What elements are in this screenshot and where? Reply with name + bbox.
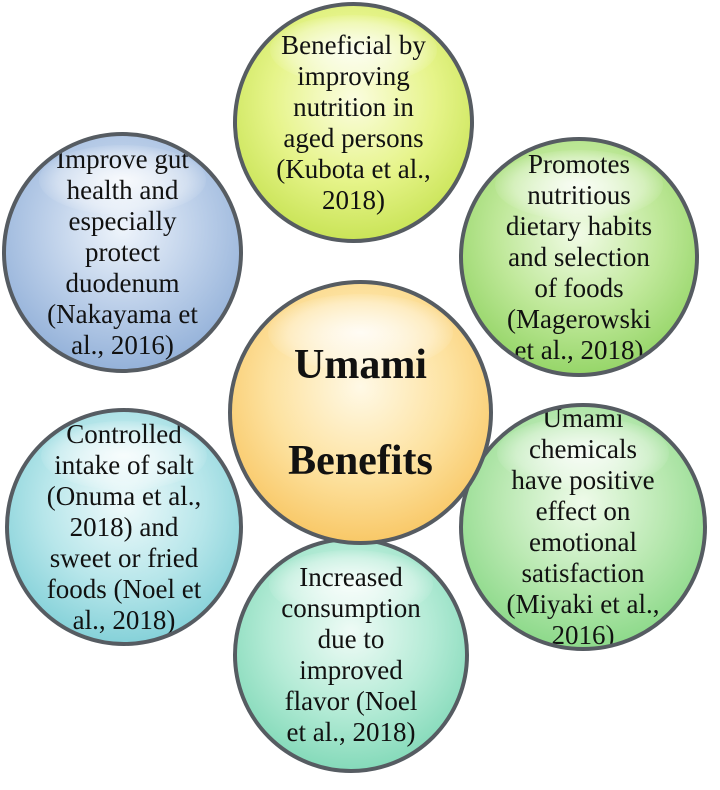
center-title-line1: Umami <box>294 341 427 388</box>
bubble-gut-health-text: Improve gut health and especially protec… <box>47 144 198 360</box>
bubble-gut-health: Improve gut health and especially protec… <box>2 132 243 373</box>
bubble-nutrition-aged-text: Beneficial by improving nutrition in age… <box>276 29 431 215</box>
center-title-line2: Benefits <box>288 437 433 484</box>
bubble-consumption-flavor: Increased consumption due to improved fl… <box>233 537 469 773</box>
bubble-emotional-satisfaction: Umami chemicals have positive effect on … <box>459 403 707 651</box>
bubble-consumption-flavor-text: Increased consumption due to improved fl… <box>281 562 421 747</box>
bubble-nutrition-aged: Beneficial by improving nutrition in age… <box>233 2 474 243</box>
bubble-dietary-habits: Promotes nutritious dietary habits and s… <box>459 137 699 377</box>
bubble-dietary-habits-text: Promotes nutritious dietary habits and s… <box>505 148 653 365</box>
center-title: Umami Benefits <box>288 293 433 533</box>
bubble-salt-intake: Controlled intake of salt (Onuma et al.,… <box>5 408 243 646</box>
bubble-salt-intake-text: Controlled intake of salt (Onuma et al.,… <box>46 418 202 635</box>
center-bubble: Umami Benefits <box>228 280 493 545</box>
bubble-emotional-satisfaction-text: Umami chemicals have positive effect on … <box>506 403 660 650</box>
